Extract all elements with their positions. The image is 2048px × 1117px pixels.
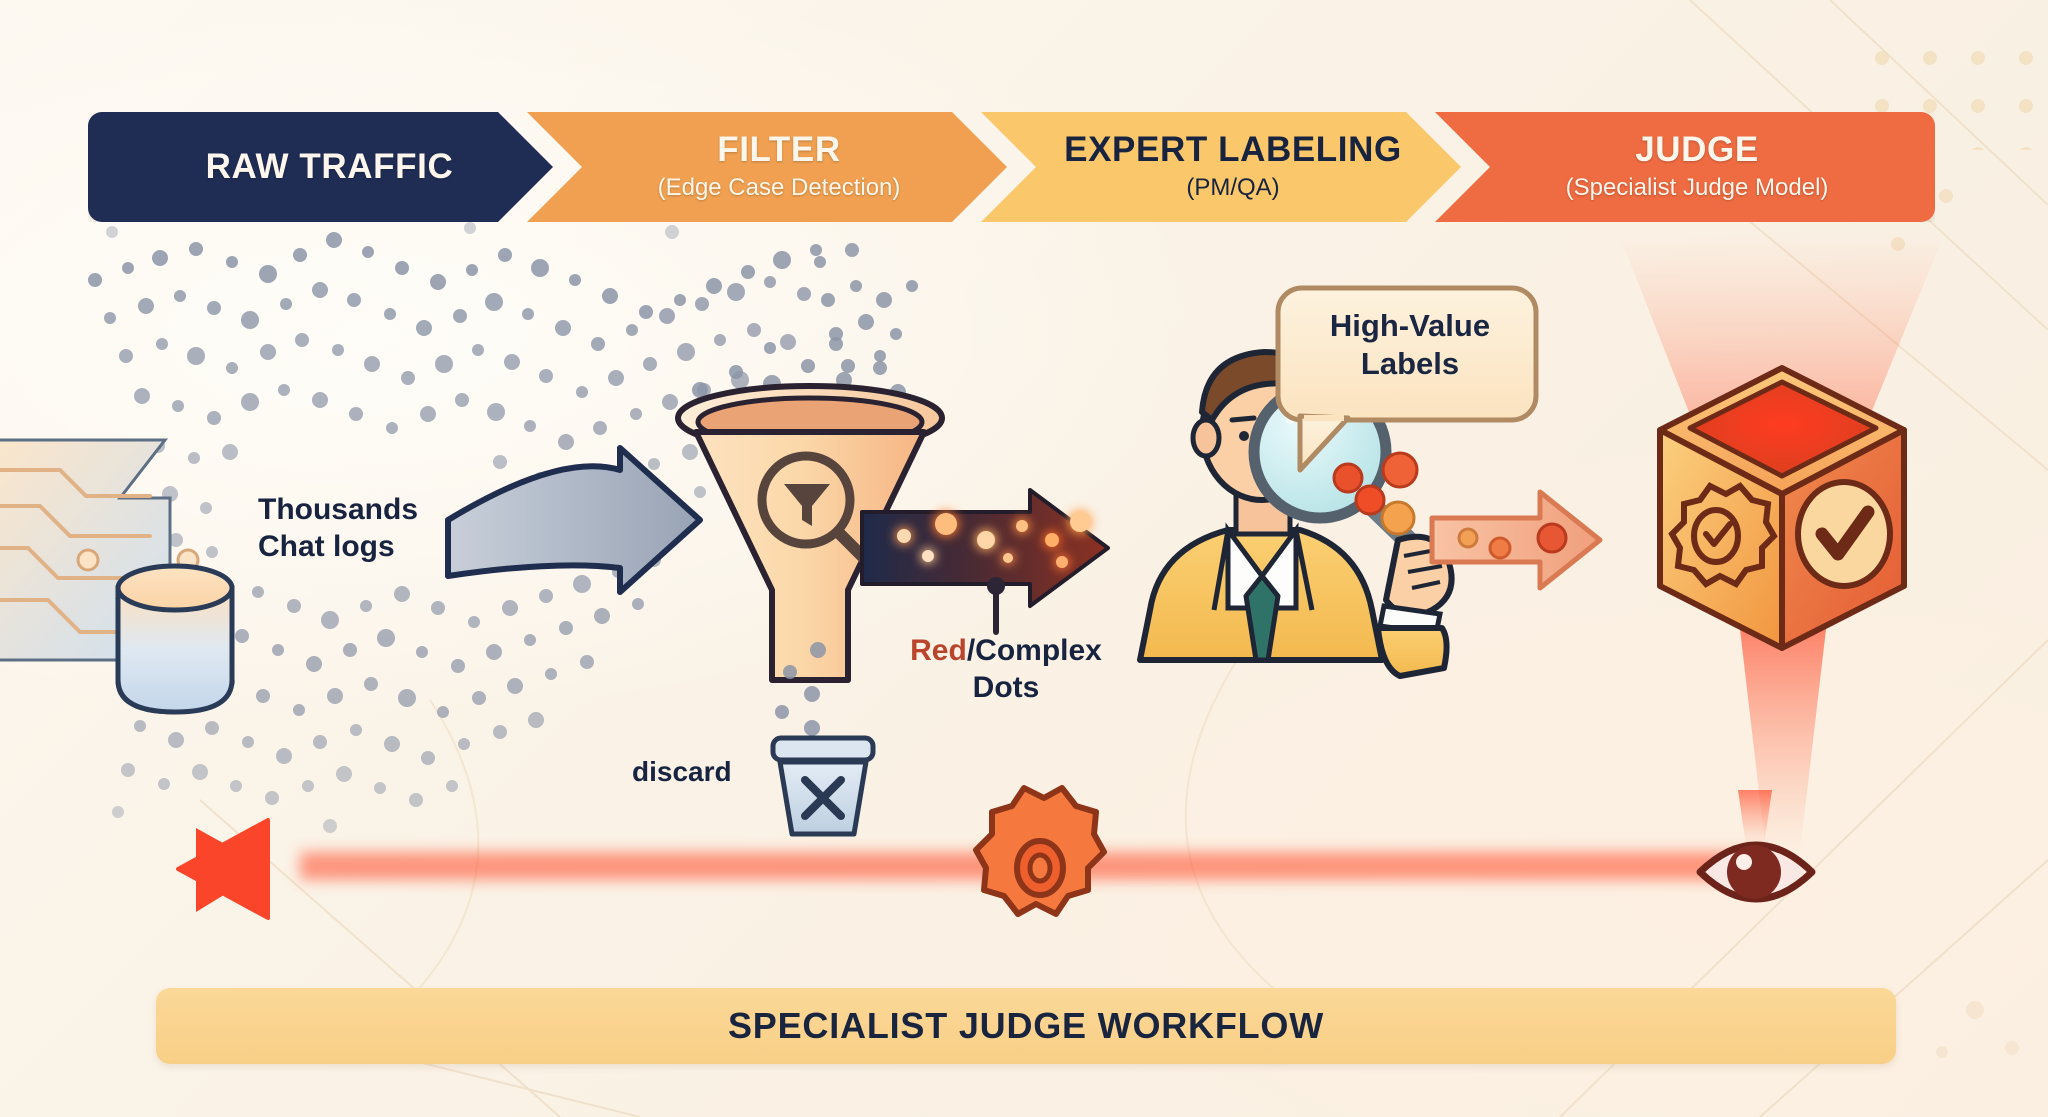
circle-check-icon [1795,479,1893,589]
feedback-arrow-head [176,818,270,920]
stage-filter-title: FILTER [717,130,841,170]
stage-filter-subtitle: (Edge Case Detection) [657,174,901,202]
stage-raw-traffic-title: RAW TRAFFIC [205,146,454,186]
glowing-dots-arrow-icon [860,488,1110,635]
gray-flow-arrow-icon [445,445,703,595]
label-red-complex-dots: Red/Complex Dots [872,633,1140,706]
label-red-word: Red [910,634,967,667]
peach-flow-arrow-icon [1429,489,1603,591]
workflow-banner-text: SPECIALIST JUDGE WORKFLOW [728,1005,1324,1046]
discard-dots [775,642,826,767]
stage-judge-subtitle: (Specialist Judge Model) [1565,174,1829,202]
funnel-icon [675,383,945,683]
label-high-value-labels: High-Value Labels [1329,308,1491,381]
stage-raw-traffic[interactable]: RAW TRAFFIC [88,112,553,222]
high-value-dots [1332,451,1419,536]
judge-cube-icon [1618,232,1945,852]
eye-monitor-icon [1696,790,1816,903]
data-source-group [0,438,235,715]
label-thousands-chat-logs: Thousands Chat logs [258,493,419,563]
stage-judge[interactable]: JUDGE (Specialist Judge Model) [1435,112,1935,222]
database-cylinder-icon [115,563,235,715]
stage-judge-title: JUDGE [1635,130,1759,170]
label-discard: discard [632,756,732,787]
label-complex-dots-word: /Complex Dots [966,634,1102,704]
stage-filter[interactable]: FILTER (Edge Case Detection) [527,112,1007,222]
stage-expert-labeling-title: EXPERT LABELING [1064,130,1402,170]
high-value-labels-bubble [1275,285,1539,473]
feedback-loop [176,785,1816,920]
gear-check-icon [1668,482,1778,588]
workflow-banner: SPECIALIST JUDGE WORKFLOW [156,988,1896,1064]
discard-bin-x-icon [770,735,876,837]
stage-expert-labeling-subtitle: (PM/QA) [1186,174,1280,202]
feedback-gear-icon [973,785,1107,917]
stage-expert-labeling[interactable]: EXPERT LABELING (PM/QA) [981,112,1461,222]
pipeline-stage-band: RAW TRAFFIC FILTER (Edge Case Detection)… [88,112,1962,222]
